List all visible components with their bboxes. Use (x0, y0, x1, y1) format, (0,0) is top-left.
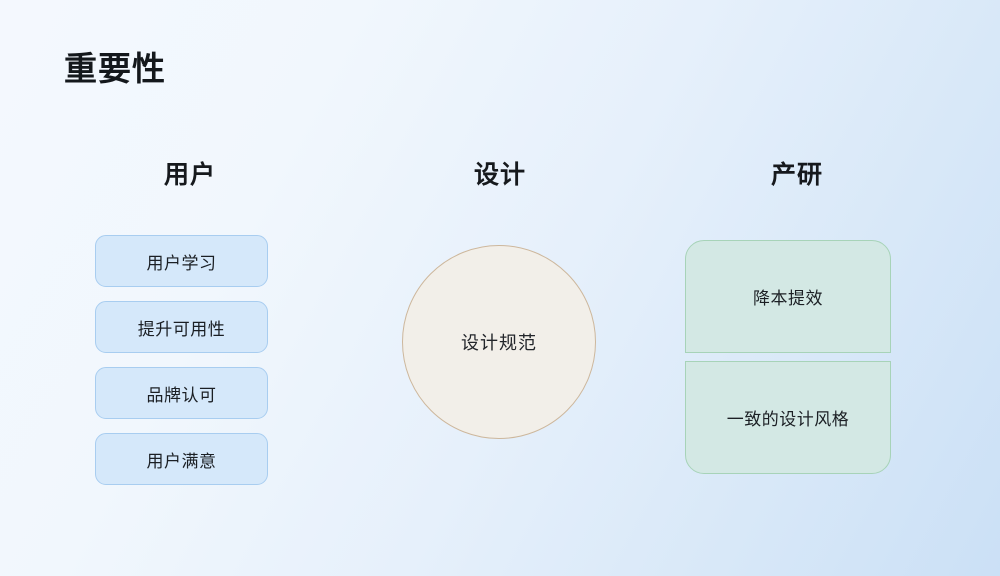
list-item[interactable]: 用户满意 (95, 433, 268, 485)
list-item[interactable]: 降本提效 (685, 240, 891, 353)
column-design: 设计 设计规范 (390, 160, 610, 439)
user-item-list: 用户学习 提升可用性 品牌认可 用户满意 (95, 235, 268, 485)
list-item[interactable]: 用户学习 (95, 235, 268, 287)
list-item[interactable]: 品牌认可 (95, 367, 268, 419)
user-pill-label: 用户学习 (146, 253, 217, 273)
column-product: 产研 降本提效 一致的设计风格 (672, 160, 922, 474)
design-spec-circle[interactable]: 设计规范 (402, 245, 596, 439)
product-card-label: 降本提效 (753, 289, 823, 308)
page-title: 重要性 (64, 50, 166, 87)
design-spec-circle-label: 设计规范 (461, 333, 537, 353)
list-item[interactable]: 一致的设计风格 (685, 361, 891, 474)
column-heading-design: 设计 (473, 161, 526, 189)
column-heading-product: 产研 (770, 161, 823, 189)
user-pill-label: 用户满意 (146, 451, 217, 471)
column-heading-user: 用户 (163, 161, 216, 189)
list-item[interactable]: 提升可用性 (95, 301, 268, 353)
product-item-list: 降本提效 一致的设计风格 (685, 240, 891, 474)
user-pill-label: 提升可用性 (137, 319, 226, 339)
column-user: 用户 用户学习 提升可用性 品牌认可 用户满意 (80, 160, 300, 485)
product-card-label: 一致的设计风格 (726, 410, 850, 429)
user-pill-label: 品牌认可 (146, 385, 217, 405)
